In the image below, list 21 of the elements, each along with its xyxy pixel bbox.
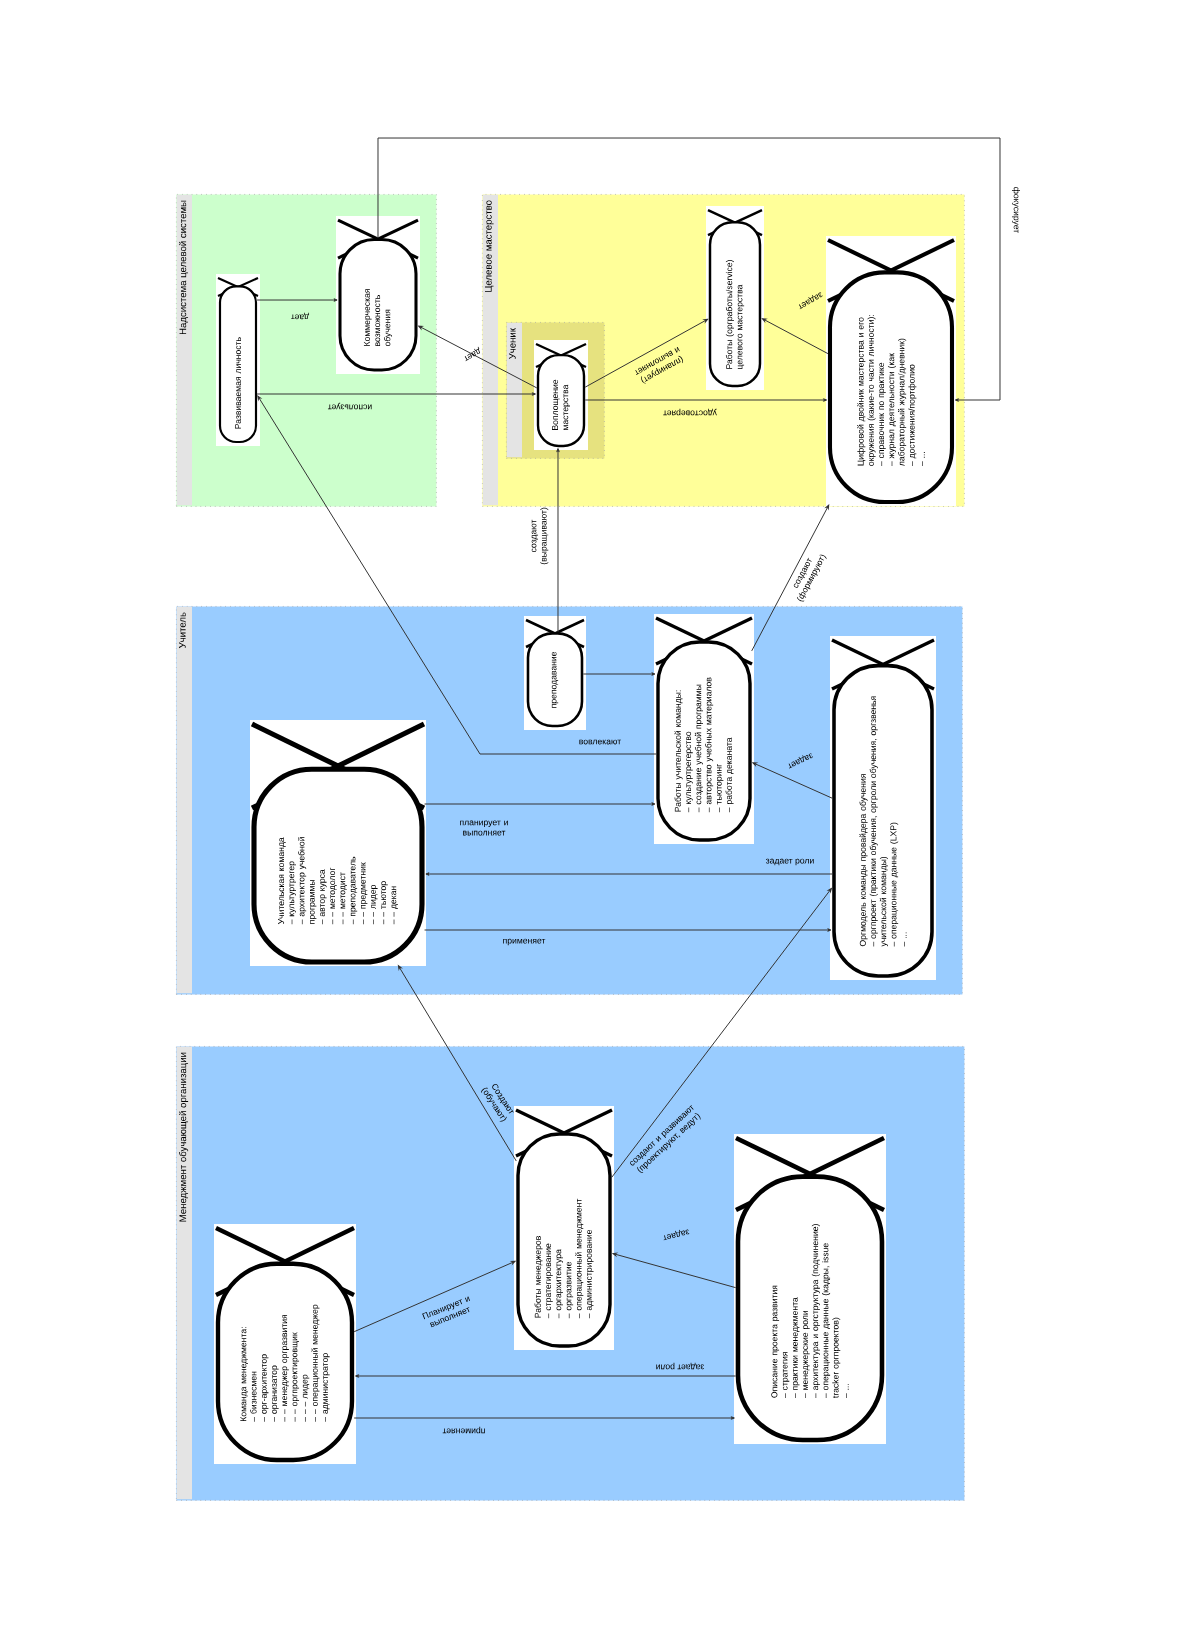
arrow — [582, 672, 656, 676]
arrow — [353, 1416, 735, 1420]
arrow — [353, 1260, 516, 1333]
arrow — [377, 137, 1001, 402]
arrow — [611, 888, 832, 1178]
arrow — [424, 802, 656, 806]
arrow — [256, 298, 338, 302]
arrow — [257, 395, 657, 755]
arrow — [761, 318, 829, 355]
arrow — [612, 1252, 737, 1289]
arrow — [751, 504, 830, 652]
arrow — [418, 325, 538, 389]
arrow — [752, 762, 833, 799]
arrow — [584, 398, 828, 402]
arrow — [425, 872, 833, 876]
arrow — [355, 1374, 737, 1378]
arrow — [397, 965, 517, 1162]
arrow — [556, 448, 560, 633]
arrow — [584, 318, 709, 388]
arrow — [256, 392, 536, 396]
arrow — [424, 928, 832, 932]
